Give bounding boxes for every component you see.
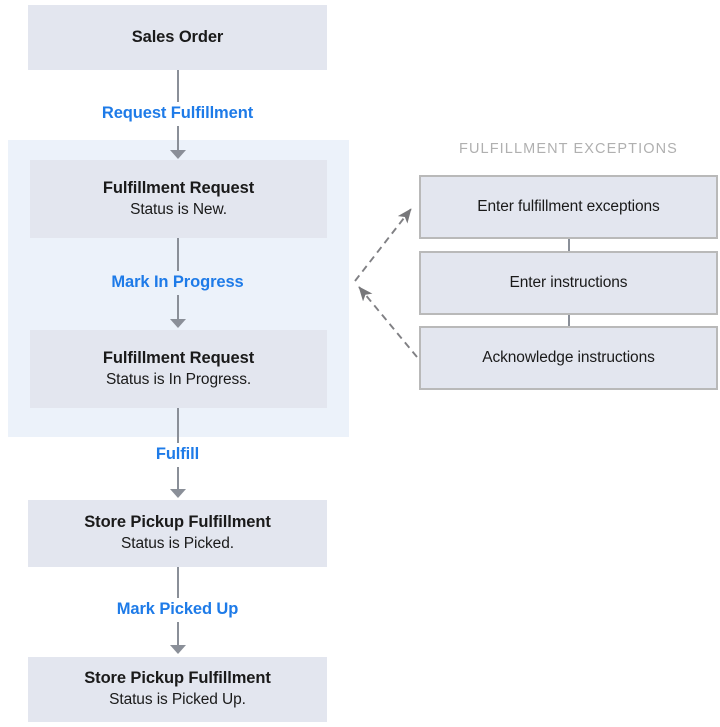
node-fulfillment-request-new-title: Fulfillment Request: [102, 178, 255, 197]
dashed-arrow-to-exceptions: [354, 208, 412, 282]
connector-exception-step-1-to-2: [568, 239, 570, 251]
connector-request-fulfillment-to-fr-new: [177, 126, 179, 152]
connector-fr-in-progress-to-fulfill: [177, 408, 179, 443]
node-store-pickup-fulfillment-picked-status: Status is Picked.: [121, 535, 234, 553]
node-fulfillment-request-new-status: Status is New.: [130, 200, 227, 218]
connector-fr-new-to-mark-in-progress: [177, 238, 179, 271]
node-sales-order-title: Sales Order: [131, 27, 224, 46]
arrowhead-to-spf-picked: [170, 489, 186, 498]
node-store-pickup-fulfillment-picked-title: Store Pickup Fulfillment: [84, 513, 271, 532]
connector-mark-in-progress-to-fr-in-progress: [177, 295, 179, 321]
dashed-arrow-from-exceptions: [358, 286, 418, 358]
node-store-pickup-fulfillment-picked-up-status: Status is Picked Up.: [109, 691, 246, 709]
transition-label-mark-picked-up[interactable]: Mark Picked Up: [116, 600, 239, 618]
exception-step-enter-instructions-label: Enter instructions: [509, 274, 628, 291]
exception-step-enter-instructions[interactable]: Enter instructions: [419, 251, 718, 315]
node-store-pickup-fulfillment-picked-up[interactable]: Store Pickup Fulfillment Status is Picke…: [28, 657, 327, 722]
exception-step-enter-fulfillment-exceptions-label: Enter fulfillment exceptions: [477, 198, 660, 215]
node-store-pickup-fulfillment-picked[interactable]: Store Pickup Fulfillment Status is Picke…: [28, 500, 327, 567]
transition-label-mark-in-progress[interactable]: Mark In Progress: [111, 273, 244, 291]
exception-step-acknowledge-instructions[interactable]: Acknowledge instructions: [419, 326, 718, 390]
arrowhead-to-fr-new: [170, 150, 186, 159]
node-fulfillment-request-in-progress-status: Status is In Progress.: [105, 370, 252, 388]
node-store-pickup-fulfillment-picked-up-title: Store Pickup Fulfillment: [84, 669, 271, 688]
transition-label-fulfill[interactable]: Fulfill: [155, 445, 200, 463]
connector-spf-picked-to-mark-picked-up: [177, 567, 179, 598]
arrowhead-to-fr-in-progress: [170, 319, 186, 328]
node-sales-order[interactable]: Sales Order: [28, 5, 327, 70]
exception-step-acknowledge-instructions-label: Acknowledge instructions: [482, 349, 655, 366]
exception-step-enter-fulfillment-exceptions[interactable]: Enter fulfillment exceptions: [419, 175, 718, 239]
connector-sales-order-to-request-fulfillment: [177, 70, 179, 102]
node-fulfillment-request-new[interactable]: Fulfillment Request Status is New.: [30, 160, 327, 238]
node-fulfillment-request-in-progress[interactable]: Fulfillment Request Status is In Progres…: [30, 330, 327, 408]
arrowhead-to-spf-picked-up: [170, 645, 186, 654]
connector-mark-picked-up-to-spf-picked-up: [177, 622, 179, 647]
connector-fulfill-to-spf-picked: [177, 467, 179, 491]
node-fulfillment-request-in-progress-title: Fulfillment Request: [102, 348, 255, 367]
connector-exception-step-2-to-3: [568, 315, 570, 326]
fulfillment-exceptions-title: FULFILLMENT EXCEPTIONS: [459, 141, 678, 157]
transition-label-request-fulfillment[interactable]: Request Fulfillment: [101, 104, 254, 122]
